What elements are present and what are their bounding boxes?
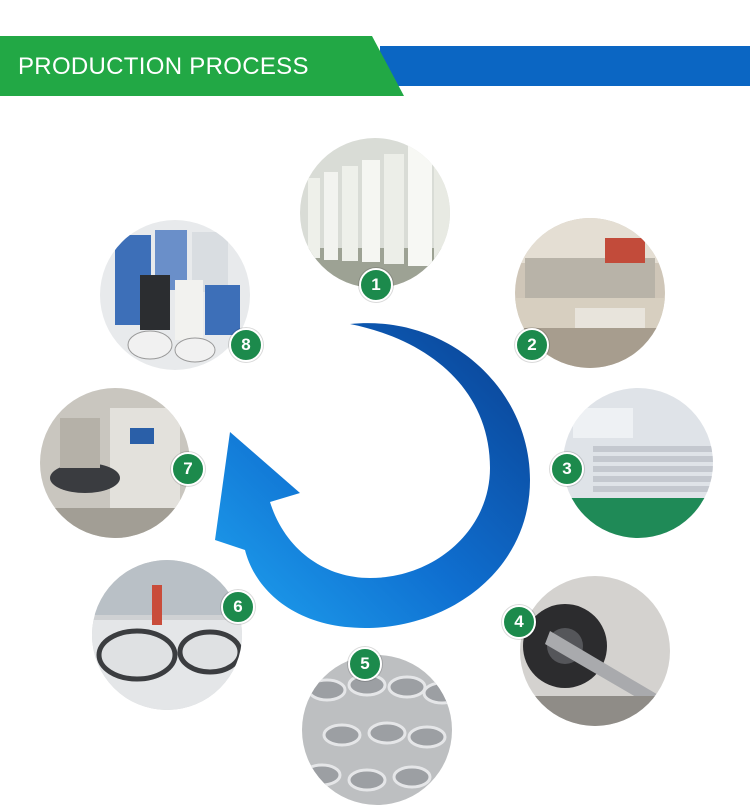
finished-filters-photo-icon bbox=[100, 220, 250, 370]
header-banner: PRODUCTION PROCESS bbox=[0, 36, 750, 96]
step-badge: 1 bbox=[359, 268, 393, 302]
step-3-photo bbox=[563, 388, 713, 538]
step-badge: 8 bbox=[229, 328, 263, 362]
end-cap-molding-photo-icon bbox=[92, 560, 242, 710]
cutting-machine-photo-icon bbox=[515, 218, 665, 368]
step-2-photo bbox=[515, 218, 665, 368]
mesh-winding-machine-photo-icon bbox=[520, 576, 670, 726]
step-5-photo bbox=[302, 655, 452, 805]
step-badge: 5 bbox=[348, 647, 382, 681]
step-6-photo bbox=[92, 560, 242, 710]
header-green-bar bbox=[0, 36, 404, 96]
step-4-photo bbox=[520, 576, 670, 726]
glue-machine-photo-icon bbox=[40, 388, 190, 538]
step-badge: 7 bbox=[171, 452, 205, 486]
step-1-photo bbox=[300, 138, 450, 288]
step-badge: 3 bbox=[550, 452, 584, 486]
mesh-cylinders-photo-icon bbox=[302, 655, 452, 805]
step-7-photo bbox=[40, 388, 190, 538]
step-badge: 4 bbox=[502, 605, 536, 639]
step-badge: 6 bbox=[221, 590, 255, 624]
pleated-media-photo-icon bbox=[563, 388, 713, 538]
step-badge: 2 bbox=[515, 328, 549, 362]
page-title: PRODUCTION PROCESS bbox=[18, 53, 309, 80]
header-blue-bar bbox=[380, 46, 750, 86]
filter-cartridges-photo-icon bbox=[300, 138, 450, 288]
process-cycle-arrow-icon bbox=[215, 323, 530, 628]
step-8-photo bbox=[100, 220, 250, 370]
